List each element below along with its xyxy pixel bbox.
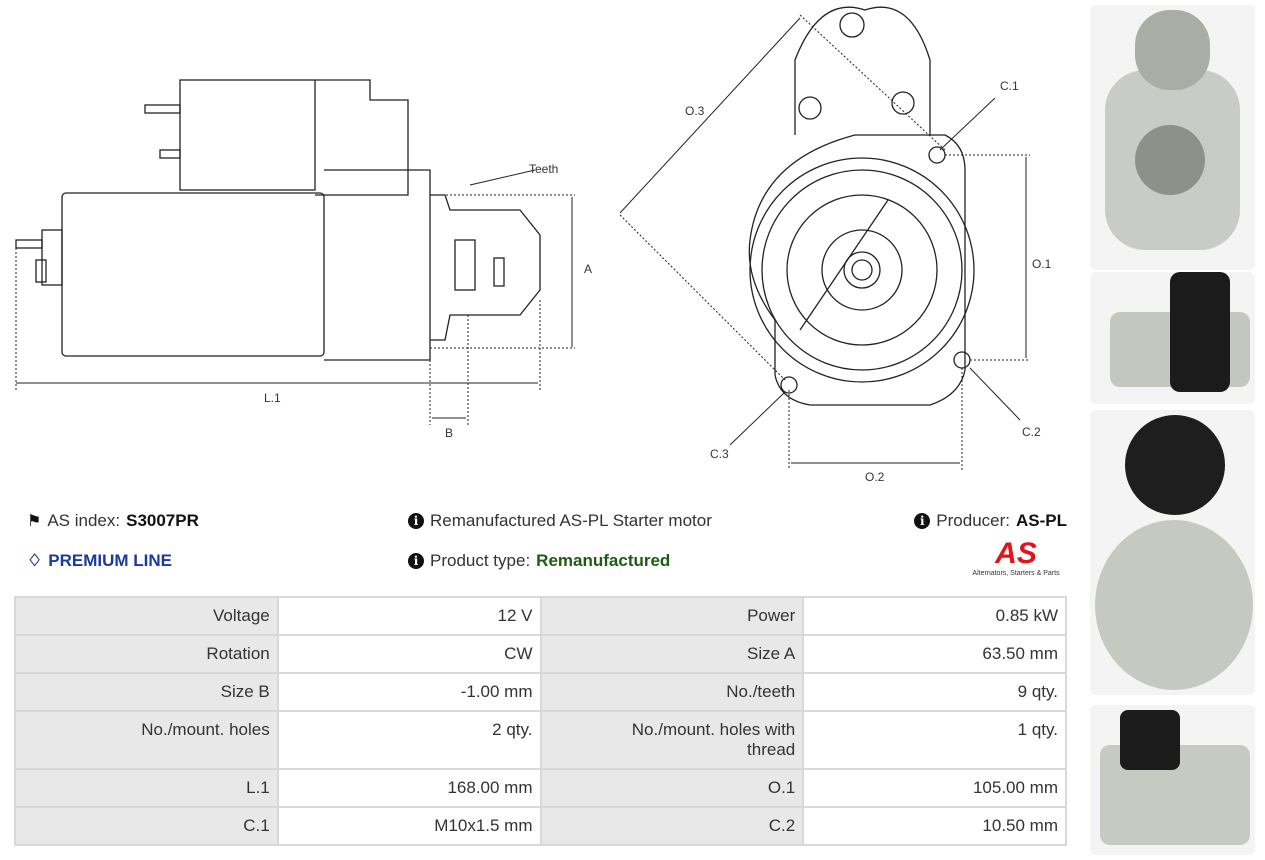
product-photo-side[interactable] [1090,272,1255,404]
label-o3: O.3 [685,104,705,118]
label-l1: L.1 [264,391,281,405]
label-c1: C.1 [1000,79,1019,93]
product-photo-front[interactable] [1090,5,1255,270]
spec-value: 63.50 mm [804,636,1065,672]
premium-label: PREMIUM LINE [48,551,172,570]
spec-value: 1 qty. [804,712,1065,768]
spec-value: 10.50 mm [804,808,1065,844]
label-c2: C.2 [1022,425,1041,439]
spec-value: 105.00 mm [804,770,1065,806]
side-view-drawing: Teeth A L.1 B [15,79,592,440]
info-icon: i [914,513,931,529]
spec-label: No./mount. holes [16,712,277,768]
tags-icon: ⚑ [27,513,42,530]
info-icon: i [408,513,424,529]
description-text: Remanufactured AS-PL Starter motor [430,511,712,530]
spec-value: 12 V [278,598,540,634]
product-type-label: Product type: [430,551,531,570]
as-pl-logo: AS Alternators, Starters & Parts [965,538,1067,577]
spec-label: No./mount. holes with thread [541,712,803,768]
spec-label: Size A [541,636,803,672]
spec-value: -1.00 mm [278,674,540,710]
spec-label: Rotation [16,636,277,672]
description: i Remanufactured AS-PL Starter motor [408,511,712,531]
product-photo-rear[interactable] [1090,410,1255,695]
as-index: ⚑ AS index: S3007PR [27,511,199,531]
diamond-icon: ♢ [27,551,43,570]
motor-body [61,192,325,357]
spec-label: Voltage [16,598,277,634]
producer-label: Producer: [936,511,1010,530]
label-c3: C.3 [710,447,729,461]
spec-label: O.1 [541,770,803,806]
logo-tagline: Alternators, Starters & Parts [972,570,1060,577]
label-o2: O.2 [865,470,885,484]
label-a: A [584,262,592,276]
spec-value: 2 qty. [278,712,540,768]
solenoid [179,79,316,191]
spec-value: 168.00 mm [278,770,540,806]
spec-label: Power [541,598,803,634]
spec-value: M10x1.5 mm [278,808,540,844]
info-icon: i [408,553,424,569]
label-teeth: Teeth [529,162,558,176]
product-photo-top[interactable] [1090,705,1255,855]
spec-value: 0.85 kW [804,598,1065,634]
spec-value: 9 qty. [804,674,1065,710]
spec-label: C.1 [16,808,277,844]
producer-value: AS-PL [1016,511,1067,530]
spec-label: L.1 [16,770,277,806]
spec-value: CW [278,636,540,672]
spec-label: Size B [16,674,277,710]
as-index-value: S3007PR [126,511,199,530]
label-o1: O.1 [1032,257,1052,271]
premium-line-badge[interactable]: ♢ PREMIUM LINE [27,551,172,571]
product-type-value: Remanufactured [536,551,671,570]
label-b: B [445,426,453,440]
logo-mark: AS [965,538,1067,570]
producer: i Producer: AS-PL [914,511,1067,531]
front-view-drawing: O.1 O.2 O.3 C.1 C.2 C.3 [619,6,1052,484]
spec-label: No./teeth [541,674,803,710]
as-index-label: AS index: [47,511,121,530]
spec-label: C.2 [541,808,803,844]
product-type: i Product type: Remanufactured [408,551,670,571]
